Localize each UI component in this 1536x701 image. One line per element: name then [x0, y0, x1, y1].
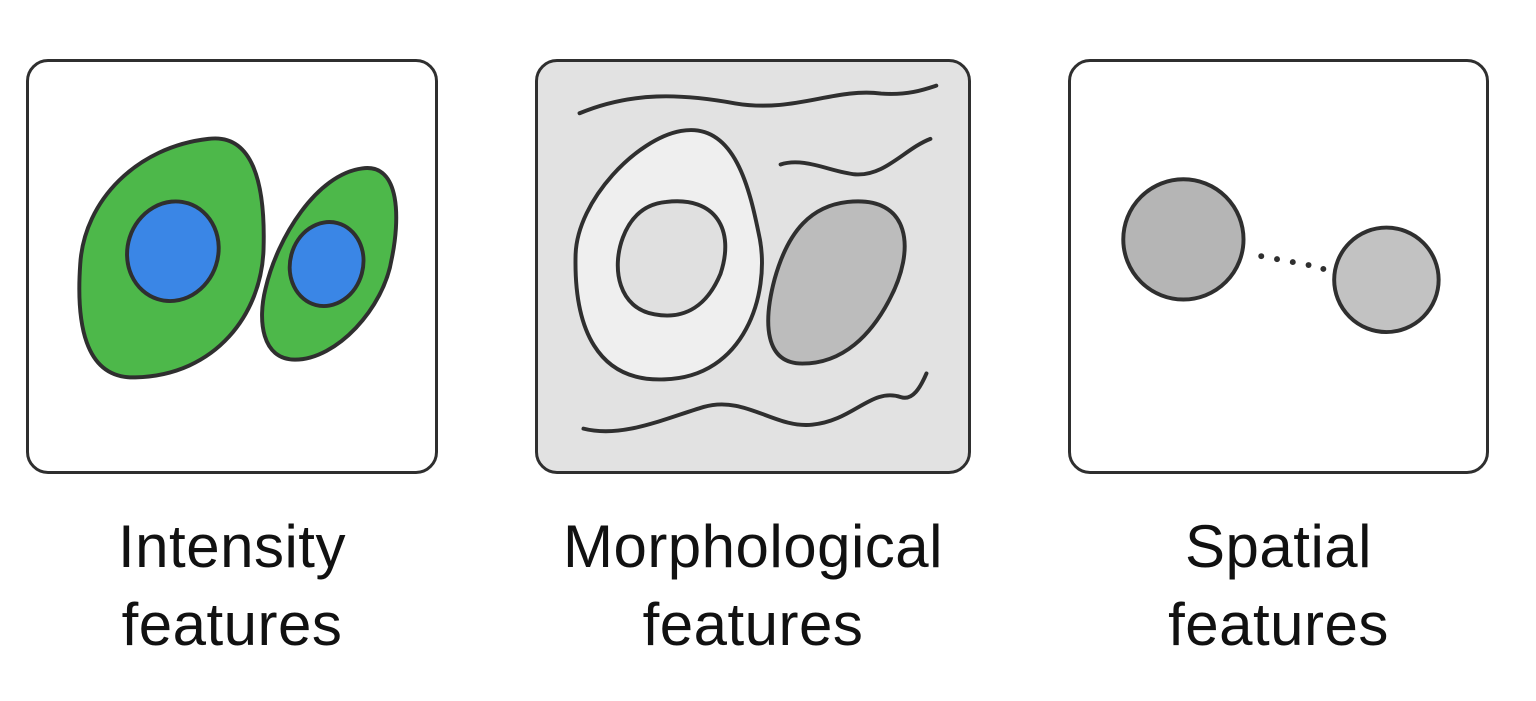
cell-circle-right: [1332, 225, 1441, 335]
caption-line-2: features: [642, 591, 864, 658]
distance-dotted-line: [1258, 253, 1327, 272]
morphological-features-caption: Morphological features: [520, 508, 986, 664]
caption-line-2: features: [121, 591, 343, 658]
texture-line-top: [577, 83, 939, 116]
caption-line-2: features: [1168, 591, 1389, 658]
large-cell-nucleus: [125, 199, 221, 304]
texture-line-upper-right: [778, 136, 933, 177]
cells-with-nuclei-icon: [77, 136, 399, 380]
two-cells-distance-icon: [1121, 177, 1441, 335]
texture-line-bottom: [581, 371, 929, 434]
intensity-features-panel: [26, 59, 438, 474]
caption-line-1: Spatial: [1185, 513, 1372, 580]
caption-line-1: Intensity: [118, 513, 346, 580]
spatial-features-caption: Spatial features: [1068, 508, 1489, 664]
small-cell-nucleus: [287, 220, 366, 309]
spatial-features-panel: [1068, 59, 1489, 474]
morphological-features-panel: [535, 59, 971, 474]
intensity-features-caption: Intensity features: [26, 508, 438, 664]
cell-shapes-texture-icon: [573, 83, 939, 434]
light-cell-nucleus: [615, 199, 728, 318]
cell-circle-left: [1121, 177, 1246, 302]
caption-line-1: Morphological: [562, 513, 944, 580]
dark-cell-outline: [766, 199, 907, 366]
